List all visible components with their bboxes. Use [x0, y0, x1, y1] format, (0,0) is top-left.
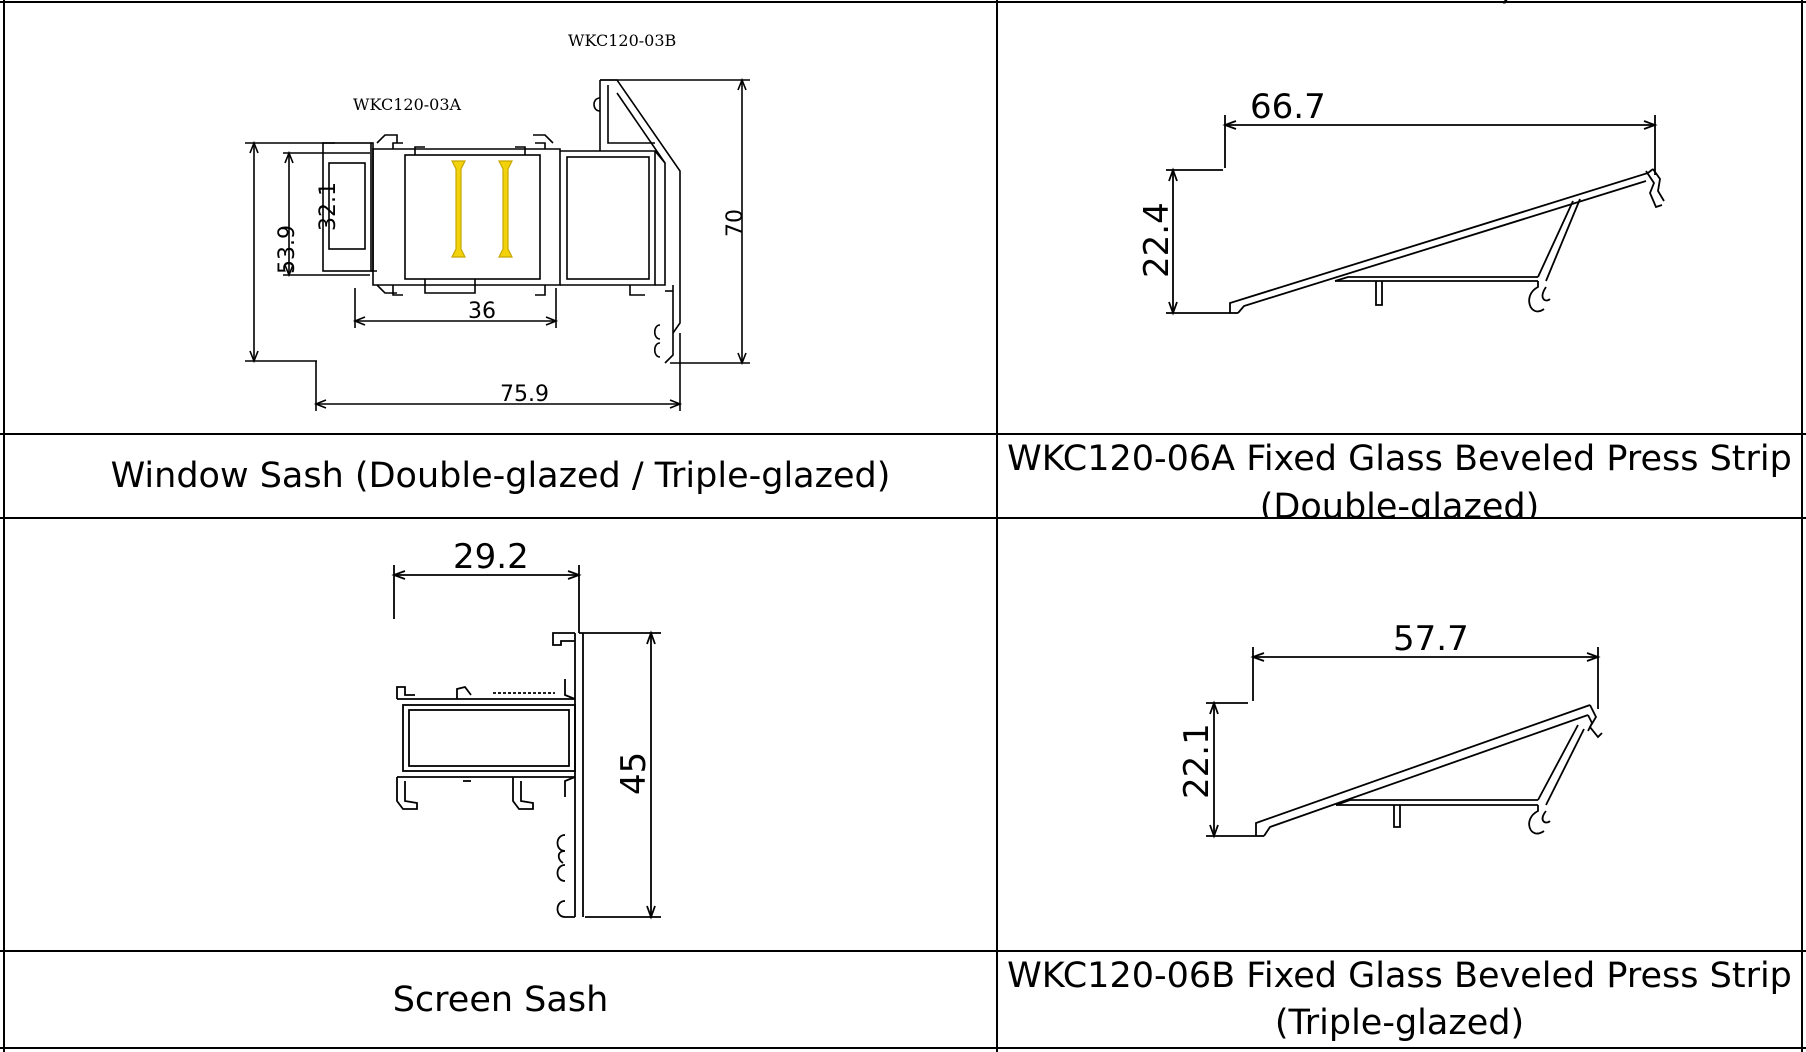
dim-32-1: 32.1 [316, 182, 341, 231]
caption-06a-cell: WKC120-06A Fixed Glass Beveled Press Str… [998, 435, 1801, 517]
screen-sash-drawing: 29.2 45 [391, 537, 661, 920]
dim-22-4: 22.4 [1137, 202, 1177, 278]
dim-36: 36 [468, 299, 496, 324]
press-strip-06b-drawing: 57.7 22.1 [1177, 619, 1603, 839]
press-strip-06b-drawing-cell: 57.7 22.1 [998, 519, 1801, 950]
screen-sash-drawing-cell: 29.2 45 [5, 519, 996, 950]
dim-70: 70 [723, 209, 748, 237]
table-row-divider-2 [0, 517, 1806, 519]
dim-57-7: 57.7 [1393, 619, 1469, 659]
caption-06a-line2: (Double-glazed) [1259, 487, 1540, 517]
dim-66-7: 66.7 [1250, 87, 1326, 127]
window-sash-drawing-cell: WKC120-03A WKC120-03B 53.9 32.1 36 75.9 … [5, 3, 996, 433]
table-row-divider-3 [0, 950, 1806, 952]
press-strip-06a-drawing: 66.7 22.4 [1137, 87, 1665, 316]
caption-06a-line1: WKC120-06A Fixed Glass Beveled Press Str… [1007, 439, 1792, 479]
table-row-divider-1 [0, 433, 1806, 435]
table-border-right [1801, 0, 1803, 1052]
dim-29-2: 29.2 [453, 537, 529, 577]
table-column-divider [996, 0, 998, 1052]
table-border-left [3, 0, 5, 1052]
table-row-divider-4 [0, 1047, 1806, 1049]
dim-75-9: 75.9 [500, 382, 549, 407]
dim-22-1: 22.1 [1177, 723, 1217, 799]
caption-window-sash: Window Sash (Double-glazed / Triple-glaz… [110, 456, 891, 496]
press-strip-06a-drawing-cell: 66.7 22.4 [998, 3, 1801, 433]
caption-06b-line1: WKC120-06B Fixed Glass Beveled Press Str… [1007, 956, 1792, 996]
caption-06b-cell: WKC120-06B Fixed Glass Beveled Press Str… [998, 952, 1801, 1047]
caption-screen-sash: Screen Sash [392, 979, 609, 1020]
window-sash-drawing: WKC120-03A WKC120-03B 53.9 32.1 36 75.9 … [245, 31, 750, 411]
part-label-b: WKC120-03B [568, 31, 676, 50]
caption-06b-line2: (Triple-glazed) [1274, 1003, 1525, 1043]
part-label-a: WKC120-03A [353, 95, 462, 114]
table-border-top [0, 1, 1806, 3]
dim-45: 45 [614, 752, 654, 795]
dim-53-9: 53.9 [275, 225, 300, 274]
top-cut-text: ) [1500, 0, 1514, 12]
